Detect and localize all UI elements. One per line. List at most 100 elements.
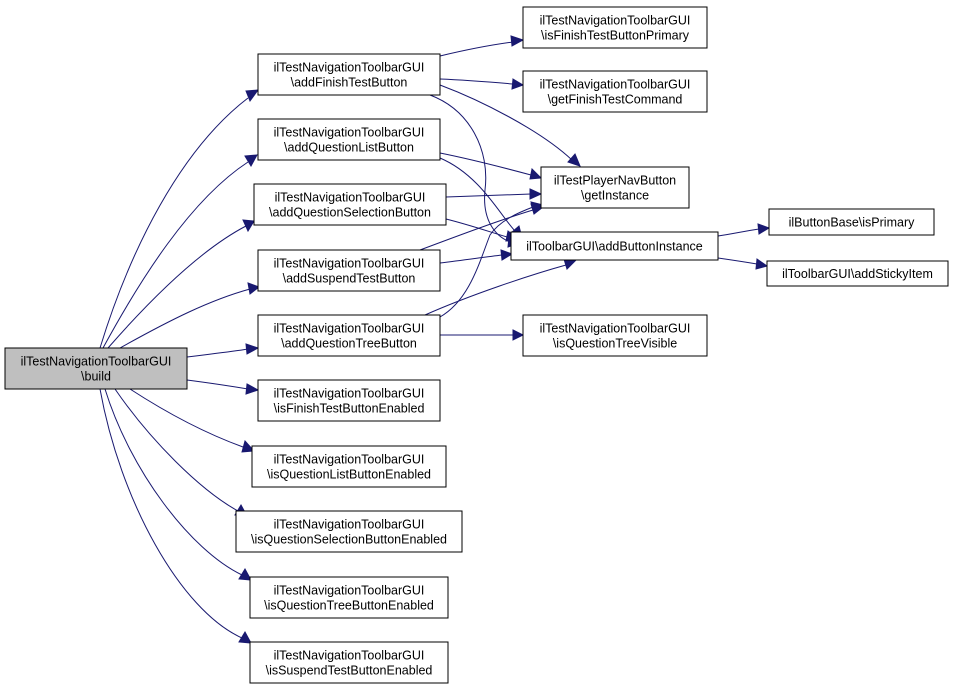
node-box[interactable] (251, 445, 447, 488)
arrowhead-icon (510, 35, 525, 47)
node-label-line: ilTestNavigationToolbarGUI (274, 584, 425, 598)
arrowhead-icon (247, 282, 261, 295)
edge-addQuestionTreeButton-isQuestionTreeVisible (440, 329, 525, 341)
node-label-line: ilTestNavigationToolbarGUI (274, 322, 425, 336)
edge-addQuestionSelectionButton-getInstance (445, 188, 543, 200)
node-is-question-tree-button-enabled[interactable]: ilTestNavigationToolbarGUI\isQuestionTre… (249, 576, 449, 619)
node-is-finish-test-button-primary[interactable]: ilTestNavigationToolbarGUI\isFinishTestB… (522, 6, 708, 49)
node-label-line: ilButtonBase\isPrimary (789, 216, 915, 230)
arrowhead-icon (241, 439, 256, 453)
arrowhead-icon (245, 89, 260, 103)
edge-line (104, 388, 243, 576)
edge-build-addQuestionTreeButton (186, 343, 260, 358)
node-box[interactable] (522, 6, 708, 49)
arrowhead-icon (242, 219, 255, 233)
edge-addQuestionListButton-addButtonInstance (439, 157, 523, 239)
node-label-line: ilToolbarGUI\addStickyItem (782, 267, 933, 281)
edge-build-addSuspendTestButton (119, 282, 261, 349)
edge-build-addQuestionSelectionButton (107, 219, 255, 349)
node-label-line: \isQuestionSelectionButtonEnabled (251, 533, 447, 547)
node-get-finish-test-command[interactable]: ilTestNavigationToolbarGUI\getFinishTest… (522, 70, 708, 113)
node-add-button-instance[interactable]: ilToolbarGUI\addButtonInstance (510, 231, 719, 261)
edge-line (445, 193, 532, 198)
edge-addQuestionTreeButton-getInstance (439, 201, 545, 318)
node-label-line: \isQuestionTreeButtonEnabled (264, 599, 434, 613)
node-label-line: \addQuestionSelectionButton (269, 206, 431, 220)
node-box[interactable] (257, 249, 441, 292)
node-is-suspend-test-button-enabled[interactable]: ilTestNavigationToolbarGUI\isSuspendTest… (249, 641, 449, 684)
node-label-line: ilTestNavigationToolbarGUI (21, 355, 172, 369)
node-add-suspend-test-button[interactable]: ilTestNavigationToolbarGUI\addSuspendTes… (257, 249, 441, 292)
node-label-line: \addQuestionTreeButton (281, 337, 417, 351)
node-box[interactable] (249, 576, 449, 619)
node-box[interactable] (257, 53, 441, 96)
edge-addFinishTestButton-getFinishTestCommand (439, 78, 525, 90)
node-label-line: ilTestNavigationToolbarGUI (274, 61, 425, 75)
node-label-line: \getFinishTestCommand (548, 93, 683, 107)
edge-line (439, 152, 532, 176)
node-is-primary[interactable]: ilButtonBase\isPrimary (768, 208, 935, 236)
node-box[interactable] (768, 208, 935, 236)
edge-line (439, 157, 516, 232)
edge-build-isQuestionTreeButtonEnabled (104, 388, 252, 581)
node-box[interactable] (522, 314, 708, 357)
node-label-line: \isQuestionTreeVisible (553, 337, 677, 351)
node-label-line: \addSuspendTestButton (283, 272, 416, 286)
node-add-question-list-button[interactable]: ilTestNavigationToolbarGUI\addQuestionLi… (257, 118, 441, 161)
arrowhead-icon (238, 567, 252, 581)
node-is-question-selection-button-enabled[interactable]: ilTestNavigationToolbarGUI\isQuestionSel… (235, 510, 463, 553)
graph-nodes: ilTestNavigationToolbarGUI\buildilTestNa… (4, 6, 949, 684)
node-get-instance[interactable]: ilTestPlayerNavButton\getInstance (540, 166, 690, 209)
node-label-line: ilTestPlayerNavButton (554, 174, 676, 188)
edge-addButtonInstance-addStickyItem (717, 257, 769, 270)
node-is-question-list-button-enabled[interactable]: ilTestNavigationToolbarGUI\isQuestionLis… (251, 445, 447, 488)
node-is-question-tree-visible[interactable]: ilTestNavigationToolbarGUI\isQuestionTre… (522, 314, 708, 357)
node-box[interactable] (522, 70, 708, 113)
node-label-line: \isQuestionListButtonEnabled (267, 468, 431, 482)
node-add-finish-test-button[interactable]: ilTestNavigationToolbarGUI\addFinishTest… (257, 53, 441, 96)
edge-line (439, 206, 534, 318)
edge-addQuestionListButton-getInstance (439, 152, 543, 180)
edge-line (419, 209, 534, 251)
node-box[interactable] (257, 379, 441, 422)
node-box[interactable] (249, 641, 449, 684)
arrowhead-icon (757, 223, 771, 235)
arrowhead-icon (500, 249, 514, 261)
node-box[interactable] (766, 260, 949, 287)
node-label-line: \isSuspendTestButtonEnabled (266, 664, 433, 678)
arrowhead-icon (529, 167, 543, 180)
arrowhead-icon (512, 329, 525, 341)
node-label-line: ilToolbarGUI\addButtonInstance (526, 240, 703, 254)
node-add-question-selection-button[interactable]: ilTestNavigationToolbarGUI\addQuestionSe… (253, 183, 447, 226)
edge-line (439, 41, 514, 57)
node-build[interactable]: ilTestNavigationToolbarGUI\build (4, 347, 188, 390)
arrowhead-icon (245, 383, 260, 395)
node-box[interactable] (540, 166, 690, 209)
node-label-line: ilTestNavigationToolbarGUI (540, 322, 691, 336)
node-box[interactable] (253, 183, 447, 226)
node-label-line: \build (81, 370, 111, 384)
edge-addButtonInstance-isPrimary (717, 223, 771, 237)
edge-build-addFinishTestButton (99, 89, 260, 349)
edge-build-isSuspendTestButtonEnabled (99, 388, 252, 644)
node-add-question-tree-button[interactable]: ilTestNavigationToolbarGUI\addQuestionTr… (257, 314, 441, 357)
node-label-line: \addQuestionListButton (284, 141, 414, 155)
node-add-sticky-item[interactable]: ilToolbarGUI\addStickyItem (766, 260, 949, 287)
edge-line (107, 225, 247, 349)
node-label-line: ilTestNavigationToolbarGUI (274, 126, 425, 140)
node-label-line: ilTestNavigationToolbarGUI (540, 14, 691, 28)
edge-line (186, 379, 249, 390)
node-box[interactable] (257, 314, 441, 357)
edge-line (99, 388, 243, 639)
node-label-line: ilTestNavigationToolbarGUI (275, 191, 426, 205)
arrowhead-icon (530, 201, 545, 212)
node-box[interactable] (510, 231, 719, 261)
node-box[interactable] (4, 347, 188, 390)
node-box[interactable] (257, 118, 441, 161)
node-label-line: ilTestNavigationToolbarGUI (274, 518, 425, 532)
arrowhead-icon (244, 154, 258, 168)
node-label-line: ilTestNavigationToolbarGUI (274, 649, 425, 663)
node-is-finish-test-button-enabled[interactable]: ilTestNavigationToolbarGUI\isFinishTestB… (257, 379, 441, 422)
node-box[interactable] (235, 510, 463, 553)
